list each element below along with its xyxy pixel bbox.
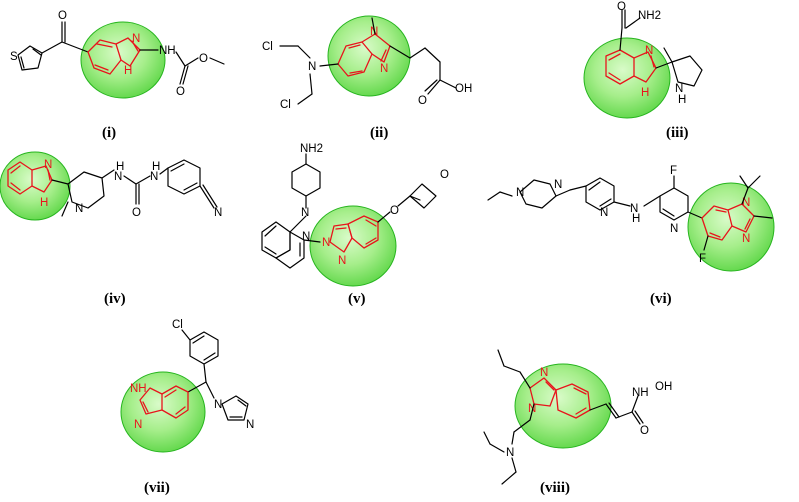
compound-label: (iv) <box>104 291 126 307</box>
highlight-ring <box>120 371 206 453</box>
atom-label: O <box>176 86 185 98</box>
atom-label: N <box>132 33 140 45</box>
thiophene-ring <box>17 45 43 71</box>
oxetane-ether <box>377 183 437 223</box>
atom-label: N <box>380 63 388 75</box>
compound-label: (viii) <box>540 480 570 496</box>
highlight-ring <box>327 15 411 97</box>
isopropyl-methyl-fluoro <box>703 175 773 251</box>
compound-vii: Cl N N NH N (vii) <box>120 319 254 496</box>
atom-label: N <box>675 83 683 95</box>
compound-label: (vi) <box>650 291 672 307</box>
piperidine-quinoline <box>261 153 321 269</box>
propyl-amine-hydroxamate <box>483 349 644 485</box>
highlight-ring <box>309 205 397 287</box>
atom-label: O <box>132 207 141 219</box>
atom-label: F <box>670 165 677 177</box>
atom-label: N <box>44 159 52 171</box>
chlorophenyl-imidazole <box>181 329 249 421</box>
compound-v: NH2 N N N N O O (v) <box>261 143 449 307</box>
benzimidazole-core <box>529 377 591 419</box>
atom-label: H <box>152 161 160 173</box>
atom-label: N <box>302 231 310 243</box>
atom-label: N <box>322 237 330 249</box>
atom-label: N <box>301 207 309 219</box>
compound-iii: N H O NH2 N H (iii) <box>583 1 703 141</box>
atom-label: N <box>554 179 562 191</box>
compound-label: (ii) <box>370 125 388 141</box>
compound-ii: N N N Cl Cl O OH (ii) <box>262 15 472 141</box>
highlight-ring <box>80 21 166 99</box>
atom-label: O <box>617 1 626 13</box>
amide-and-pyrrolidine <box>619 9 703 87</box>
benzimidazole-core <box>329 215 379 253</box>
atom-label: NH2 <box>638 10 661 22</box>
atom-label: N <box>75 203 83 215</box>
atom-label: NH <box>130 383 147 395</box>
atom-label: OH <box>655 381 672 393</box>
compound-label: (vii) <box>144 480 170 496</box>
atom-label: Cl <box>280 99 291 111</box>
benzimidazole-core <box>139 385 189 419</box>
atom-label: N <box>742 233 750 245</box>
atom-label: N <box>114 171 122 183</box>
atom-label: H <box>116 161 124 173</box>
atom-label: Cl <box>262 41 273 53</box>
atom-label: N <box>134 419 142 431</box>
atom-label: S <box>10 51 18 63</box>
compound-i: S O N H NH O O (i) <box>10 10 225 141</box>
atom-label: O <box>390 205 399 217</box>
atom-label: N <box>506 447 514 459</box>
atom-label: NH2 <box>300 143 323 155</box>
atom-label: NH <box>632 387 649 399</box>
atom-label: O <box>418 95 427 107</box>
atom-label: H <box>632 213 640 225</box>
atom-label: N <box>214 207 222 219</box>
atom-label: F <box>699 253 706 265</box>
atom-label: N <box>214 399 222 411</box>
atom-label: N <box>150 171 158 183</box>
atom-label: H <box>641 87 649 99</box>
carbamate-chain <box>139 49 225 85</box>
compound-iv: N H N N H N H O N (iv) <box>0 151 222 307</box>
atom-label: H <box>40 197 48 209</box>
side-chains <box>279 17 457 105</box>
atom-label: N <box>630 203 638 215</box>
atom-label: N <box>600 207 608 219</box>
atom-label: Cl <box>172 319 183 331</box>
atom-label: O <box>58 10 67 22</box>
atom-label: N <box>516 187 524 199</box>
piperazine-pyridine-pyrimidine <box>487 175 703 221</box>
compound-vi: N N N N H N F N N F (vi) <box>487 165 775 307</box>
atom-label: N <box>645 45 653 57</box>
highlight-ring <box>583 37 671 119</box>
compound-label: (i) <box>102 125 116 141</box>
atom-label: H <box>124 65 132 77</box>
carbonyl-bonds <box>41 21 89 54</box>
piperidine-urea-chain <box>51 159 218 217</box>
atom-label: N <box>308 61 316 73</box>
atom-label: N <box>540 367 548 379</box>
atom-label: NH <box>159 45 176 57</box>
atom-label: O <box>440 169 449 181</box>
highlight-ring <box>0 151 71 221</box>
compound-label: (v) <box>348 291 366 307</box>
atom-label: H <box>678 94 686 106</box>
atom-label: O <box>199 53 208 65</box>
atom-label: N <box>742 197 750 209</box>
atom-label: N <box>338 255 346 267</box>
compound-viii: N N N NH OH O (viii) <box>483 349 672 496</box>
compound-label: (iii) <box>666 125 689 141</box>
atom-label: O <box>640 425 649 437</box>
atom-label: N <box>670 223 678 235</box>
atom-label: OH <box>455 83 472 95</box>
atom-label: N <box>246 419 254 431</box>
